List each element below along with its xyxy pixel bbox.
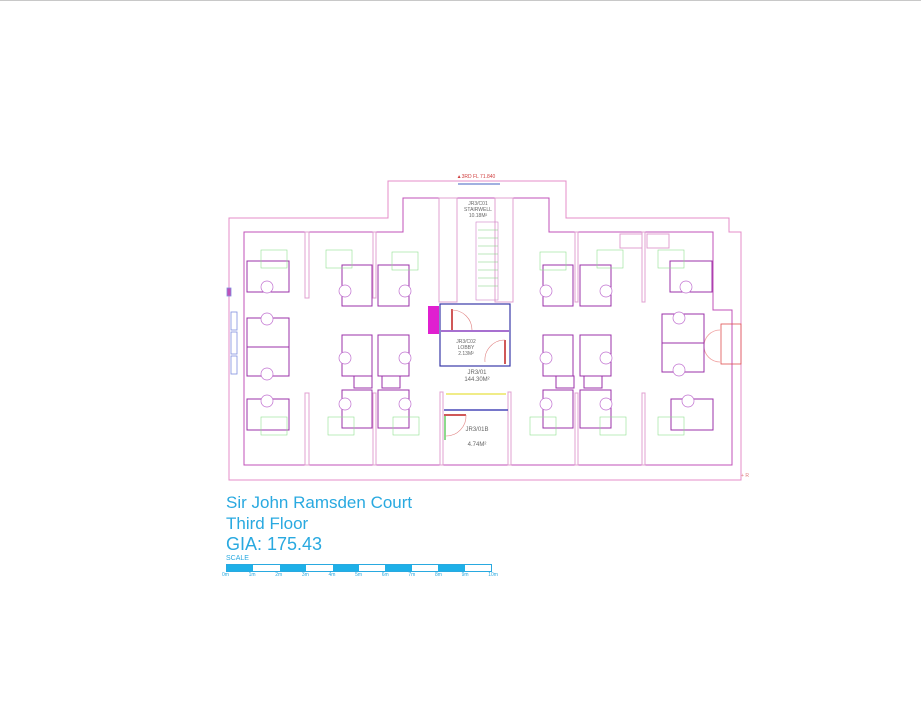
floor-box-icon [529, 416, 557, 436]
chair-icon [672, 311, 686, 325]
floor-box-icon [260, 249, 288, 269]
floor-box-icon [325, 249, 353, 269]
scale-label: SCALE [226, 555, 249, 562]
chair-icon [679, 280, 693, 294]
desk [669, 260, 713, 293]
scale-tick: 8m [435, 572, 442, 578]
staircase [475, 221, 499, 301]
lobby-area: 2.13M² [458, 351, 474, 357]
outer-boundary [228, 180, 742, 481]
floor-boxes [260, 249, 685, 436]
desk [377, 389, 410, 429]
chair-icon [539, 397, 553, 411]
scale-tick: 6m [381, 572, 389, 578]
chair-icon [539, 284, 553, 298]
desk [377, 264, 410, 307]
floor-name: Third Floor [226, 514, 309, 533]
small-room-code: JR3/01B [465, 427, 488, 433]
main-room-code: JR3/01 [467, 370, 487, 376]
chair-icon [539, 351, 553, 365]
chair-icon [338, 284, 352, 298]
chair-icon [398, 351, 412, 365]
scale-tick: 0m [222, 572, 229, 578]
top-border [0, 0, 921, 1]
chair-icon [260, 280, 274, 294]
chair-icon [681, 394, 695, 408]
scale-tick: 7m [408, 572, 416, 578]
chair-icon [260, 394, 274, 408]
desk [579, 389, 612, 429]
small-room [444, 393, 508, 440]
chair-icon [599, 284, 613, 298]
floor-box-icon [392, 416, 420, 436]
chair-icon [260, 367, 274, 381]
main-room-area: 144.30M² [464, 377, 489, 383]
scale-tick: 3m [301, 572, 309, 578]
small-room-area: 4.74M² [468, 442, 487, 448]
corner-note: + R [741, 473, 749, 479]
desk [583, 375, 603, 389]
inner-wall [243, 197, 733, 466]
scale-ticks: 0m 1m 2m 3m 4m 5m 6m 7m 8m 9m 10m [222, 572, 498, 578]
left-windows [226, 287, 238, 375]
chair-icon [338, 351, 352, 365]
chair-icon [398, 284, 412, 298]
desk [353, 375, 373, 389]
chair-icon [599, 351, 613, 365]
desk [579, 264, 612, 307]
floor-box-icon [327, 416, 355, 436]
stairwell-name: STAIRWELL [464, 207, 492, 213]
scale-tick: 10m [488, 572, 498, 578]
right-entrance [703, 323, 742, 365]
partitions [304, 197, 670, 466]
scale-tick: 2m [275, 572, 283, 578]
chair-icon [398, 397, 412, 411]
stairwell-area: 10.18M² [469, 213, 488, 219]
floor-box-icon [260, 416, 288, 436]
floor-box-icon [391, 251, 419, 271]
desk [381, 375, 401, 389]
building-name: Sir John Ramsden Court [226, 493, 413, 512]
floor-box-icon [657, 249, 685, 269]
chair-icon [338, 397, 352, 411]
floor-box-icon [539, 251, 567, 271]
lobby-code: JR3/C02 [456, 339, 476, 345]
scale-bar [226, 564, 492, 572]
gia-value: GIA: 175.43 [226, 534, 323, 554]
floor-box-icon [596, 249, 624, 269]
workstations [246, 260, 714, 431]
chair-icon [599, 397, 613, 411]
level-marker: ▲3RD FL 71.840 [457, 174, 496, 180]
scale-tick: 4m [328, 572, 336, 578]
floor-box-icon [657, 416, 685, 436]
chair-icon [672, 363, 686, 377]
desk [555, 375, 575, 389]
lobby-name: LOBBY [458, 345, 475, 351]
chair-icon [260, 312, 274, 326]
scale-tick: 9m [461, 572, 469, 578]
lobby-enclosure [428, 303, 511, 367]
stairwell-code: JR3/C01 [468, 201, 488, 207]
scale-tick: 5m [355, 572, 363, 578]
scale-tick: 1m [248, 572, 256, 578]
floor-box-icon [599, 416, 627, 436]
chairs [260, 280, 695, 411]
